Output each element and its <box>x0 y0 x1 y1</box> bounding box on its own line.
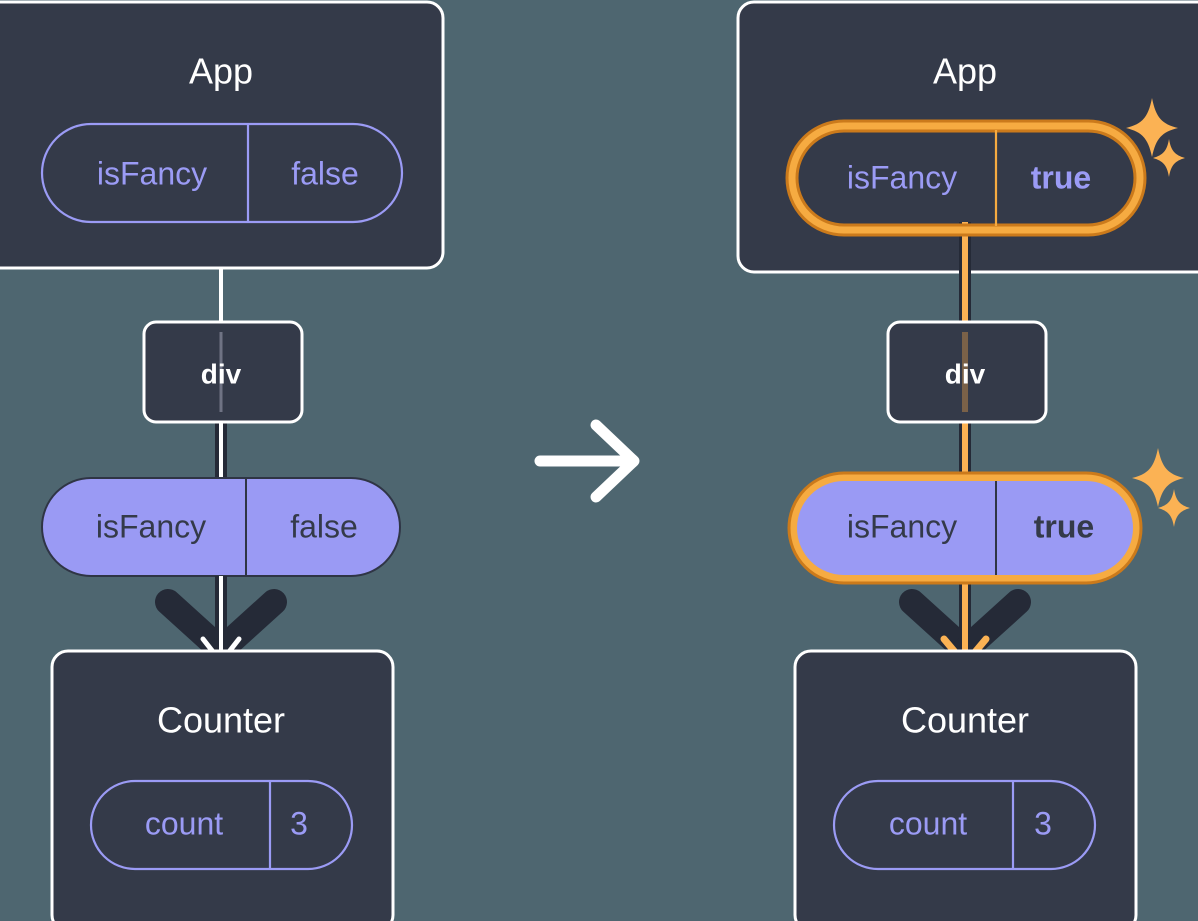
right-prop-pill <box>787 471 1143 585</box>
sparkle-icon-app <box>1126 98 1185 177</box>
left-prop-pill-key: isFancy <box>96 508 206 544</box>
right-counter-state-pill-key: count <box>889 805 967 841</box>
right-div-label: div <box>945 358 986 389</box>
right-app-panel <box>736 0 1198 274</box>
right-div-node <box>886 320 1048 424</box>
right-app-state-pill-value: true <box>1031 159 1091 195</box>
left-div-node <box>142 320 304 424</box>
left-app-state-pill <box>40 122 404 224</box>
left-div-label: div <box>201 358 242 389</box>
sparkle-icon-prop <box>1132 448 1190 527</box>
right-counter-state-pill <box>832 779 1097 871</box>
right-counter-title: Counter <box>901 700 1029 741</box>
left-app-state-pill-key: isFancy <box>97 155 207 191</box>
left-counter-state-pill-key: count <box>145 805 223 841</box>
left-app-state-pill-value: false <box>291 155 359 191</box>
right-app-state-pill <box>785 119 1147 237</box>
right-prop-to-counter-arrow <box>899 576 1031 668</box>
left-counter-state-pill-value: 3 <box>290 805 308 841</box>
right-prop-pill-value: true <box>1034 508 1094 544</box>
left-prop-pill-value: false <box>290 508 358 544</box>
left-prop-to-counter-arrow <box>155 576 287 665</box>
left-counter-panel <box>50 649 395 921</box>
right-counter-panel <box>793 649 1138 921</box>
right-app-state-pill-key: isFancy <box>847 159 957 195</box>
right-counter-state-pill-value: 3 <box>1034 805 1052 841</box>
left-counter-title: Counter <box>157 700 285 741</box>
left-app-title: App <box>189 51 253 92</box>
right-prop-pill-key: isFancy <box>847 508 957 544</box>
right-app-title: App <box>933 51 997 92</box>
arrow-right-icon <box>534 419 640 503</box>
left-counter-state-pill <box>89 779 354 871</box>
left-app-panel <box>0 0 445 270</box>
